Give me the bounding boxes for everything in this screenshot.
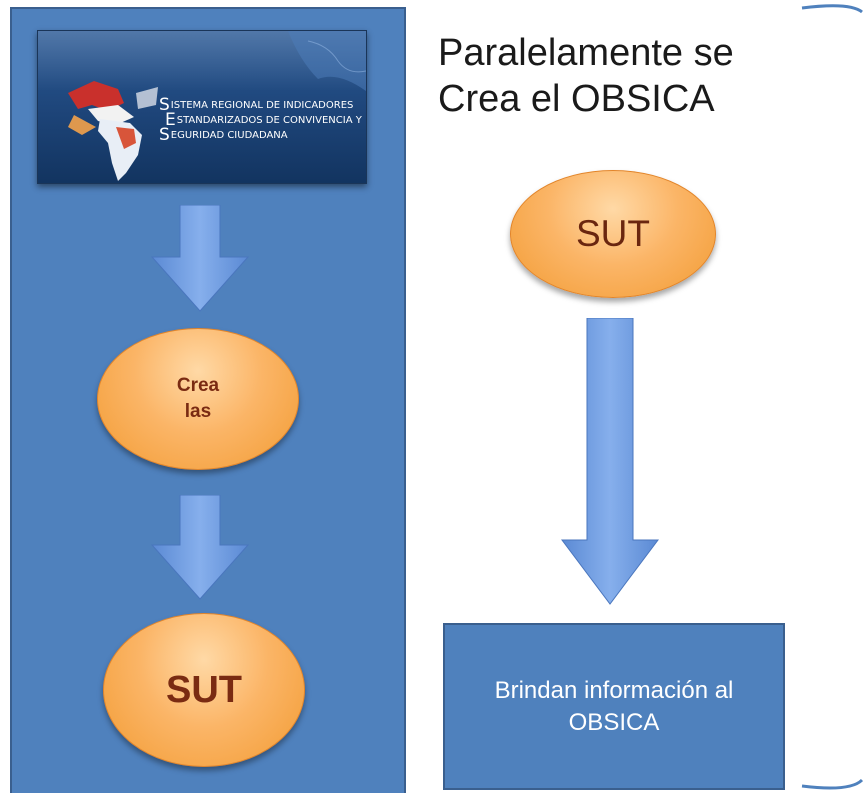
sisesca-logo: SISTEMA REGIONAL DE INDICADORES ESTANDAR… — [37, 30, 367, 184]
logo-text: SISTEMA REGIONAL DE INDICADORES ESTANDAR… — [159, 95, 362, 145]
down-arrow-icon — [150, 205, 250, 312]
long-down-arrow-icon — [561, 318, 659, 605]
right-brace-icon — [801, 4, 863, 790]
sut-oval-right: SUT — [510, 170, 716, 298]
create-oval: Crea las — [97, 328, 299, 470]
right-title: Paralelamente se Crea el OBSICA — [438, 32, 734, 120]
sut-oval-left: SUT — [103, 613, 305, 767]
info-box: Brindan información al OBSICA — [443, 623, 785, 790]
americas-map-icon — [38, 31, 366, 181]
down-arrow-icon — [150, 495, 250, 600]
